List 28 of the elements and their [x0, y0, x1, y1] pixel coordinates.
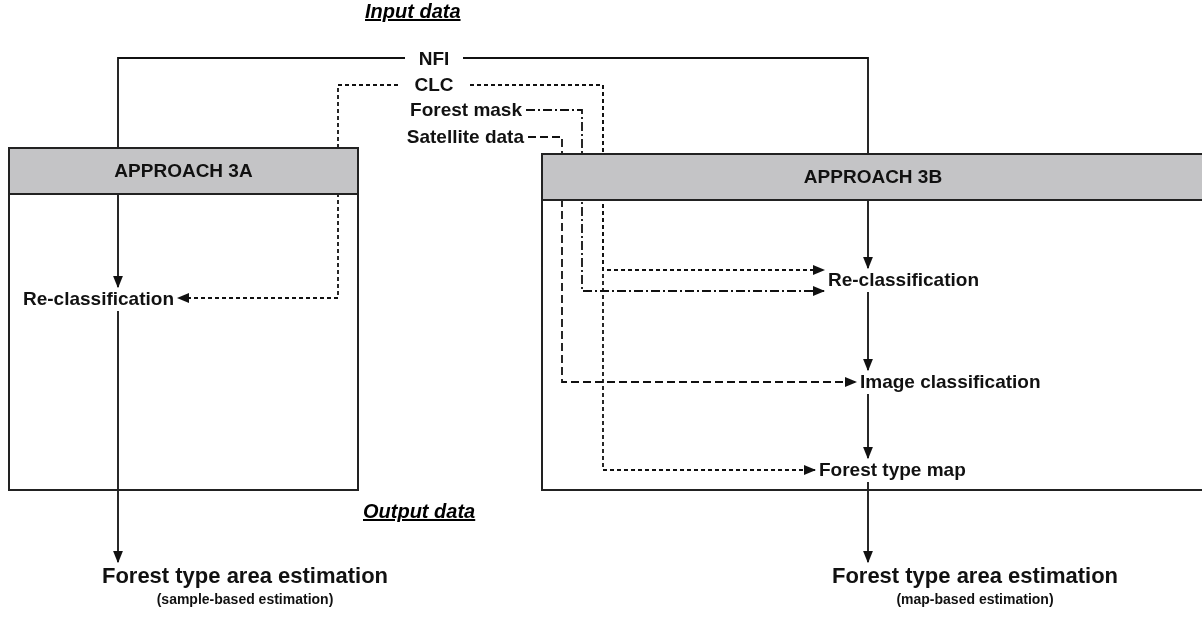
- approach-header: APPROACH 3A: [10, 149, 357, 195]
- approach-box: [8, 147, 359, 491]
- input-data-label: CLC: [398, 73, 470, 97]
- input-data-label: Satellite data: [352, 125, 528, 149]
- arrow: [862, 291, 874, 372]
- approach-box: [541, 153, 1202, 491]
- input-data-label: NFI: [405, 47, 463, 71]
- arrow: [525, 109, 826, 297]
- process-step: Image classification: [856, 370, 1045, 394]
- arrow: [112, 57, 406, 289]
- arrow: [862, 481, 874, 564]
- arrow: [527, 136, 858, 388]
- process-step: Re-classification: [824, 268, 983, 292]
- arrow: [862, 393, 874, 460]
- result-subtitle: (sample-based estimation): [155, 590, 335, 608]
- arrow: [112, 310, 124, 564]
- process-step: Re-classification: [19, 287, 178, 311]
- section-heading: Output data: [363, 500, 476, 523]
- result-title: Forest type area estimation: [100, 562, 390, 590]
- input-data-label: Forest mask: [352, 98, 526, 122]
- process-step: Forest type map: [815, 458, 970, 482]
- result-subtitle: (map-based estimation): [895, 590, 1055, 608]
- arrow: [469, 84, 817, 476]
- section-heading: Input data: [365, 0, 461, 23]
- approach-header: APPROACH 3B: [543, 155, 1202, 201]
- arrow: [462, 57, 874, 270]
- arrow: [176, 84, 399, 304]
- result-title: Forest type area estimation: [830, 562, 1120, 590]
